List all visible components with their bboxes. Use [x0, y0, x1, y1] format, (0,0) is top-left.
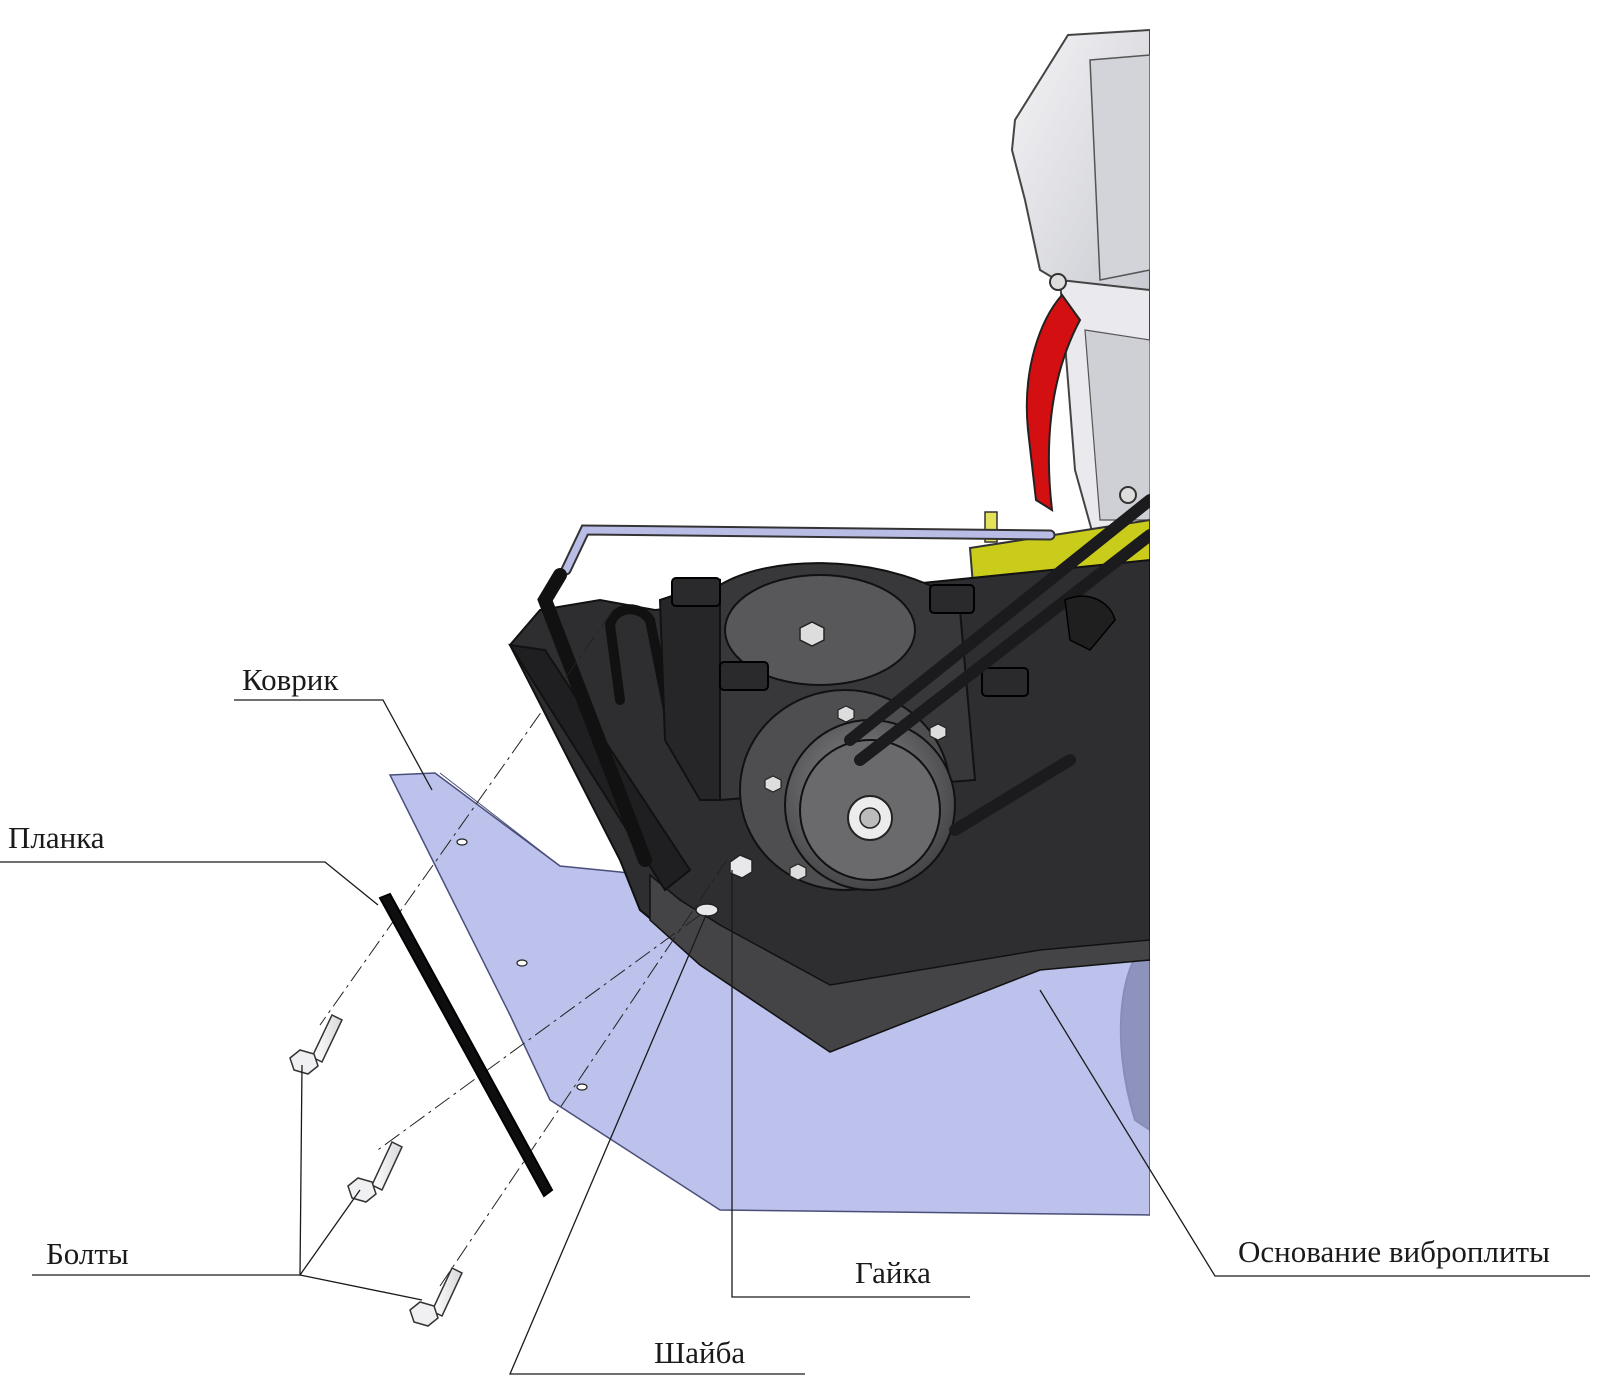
label-mat: Коврик — [242, 662, 339, 697]
red-flywheel-housing — [1025, 293, 1082, 512]
bolt-3 — [409, 1266, 463, 1327]
assembly-axes — [319, 611, 728, 1287]
label-washer: Шайба — [654, 1335, 745, 1370]
leader-base — [1039, 989, 1590, 1277]
leader-washer — [509, 914, 805, 1375]
leader-nut — [731, 870, 970, 1298]
pulley — [739, 689, 956, 891]
leader-strip — [0, 861, 379, 906]
strip-part — [378, 892, 554, 1198]
mat-holes — [456, 838, 588, 1091]
leader-lines — [0, 699, 1590, 1375]
engine — [1010, 28, 1150, 562]
leader-mat — [234, 699, 433, 791]
nut-part — [729, 854, 753, 879]
drive-belt — [844, 494, 1150, 836]
front-loop — [537, 568, 652, 867]
bolt-1 — [289, 1013, 343, 1075]
label-bolts: Болты — [46, 1236, 129, 1271]
label-base: Основание виброплиты — [1238, 1234, 1550, 1269]
label-strip: Планка — [8, 820, 105, 855]
label-nut: Гайка — [855, 1255, 931, 1290]
bolt-2 — [347, 1140, 403, 1203]
washer-part — [695, 903, 719, 917]
bolt-parts — [289, 1013, 463, 1327]
